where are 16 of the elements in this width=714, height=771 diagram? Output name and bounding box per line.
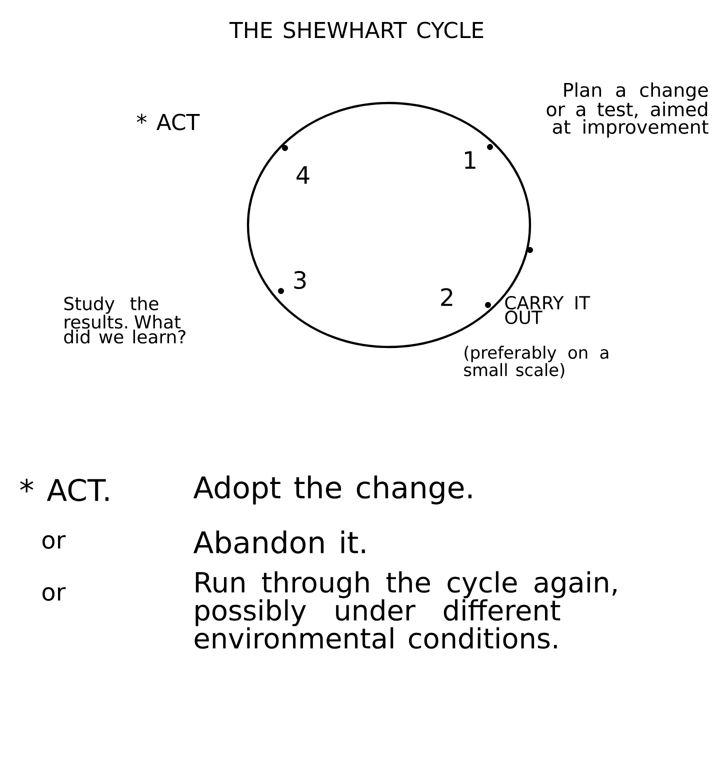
stage-number: 4 (296, 166, 310, 184)
stage-number: 3 (294, 270, 306, 290)
stage-number: 1 (465, 151, 476, 169)
stage-number: 2 (441, 288, 452, 306)
stage-label: (preferably on a small scale) (464, 346, 608, 378)
stage-label: Study the results. What did we learn? (64, 296, 186, 344)
note-text: or (42, 587, 66, 601)
stage-label: * ACT (136, 114, 200, 130)
note-text: Adopt the change. (193, 476, 472, 504)
note-text: or (42, 535, 66, 549)
stage-label: CARRY IT OUT (505, 296, 590, 324)
stage-label: Plan a change or a test, aimed at improvement (546, 82, 708, 138)
note-text: * ACT. (20, 478, 108, 502)
note-text: Run through the cycle again, possibly under different environmental conditions. (194, 571, 616, 649)
note-text: Abandon it. (193, 530, 365, 554)
title: THE SHEWHART CYCLE (229, 22, 484, 38)
